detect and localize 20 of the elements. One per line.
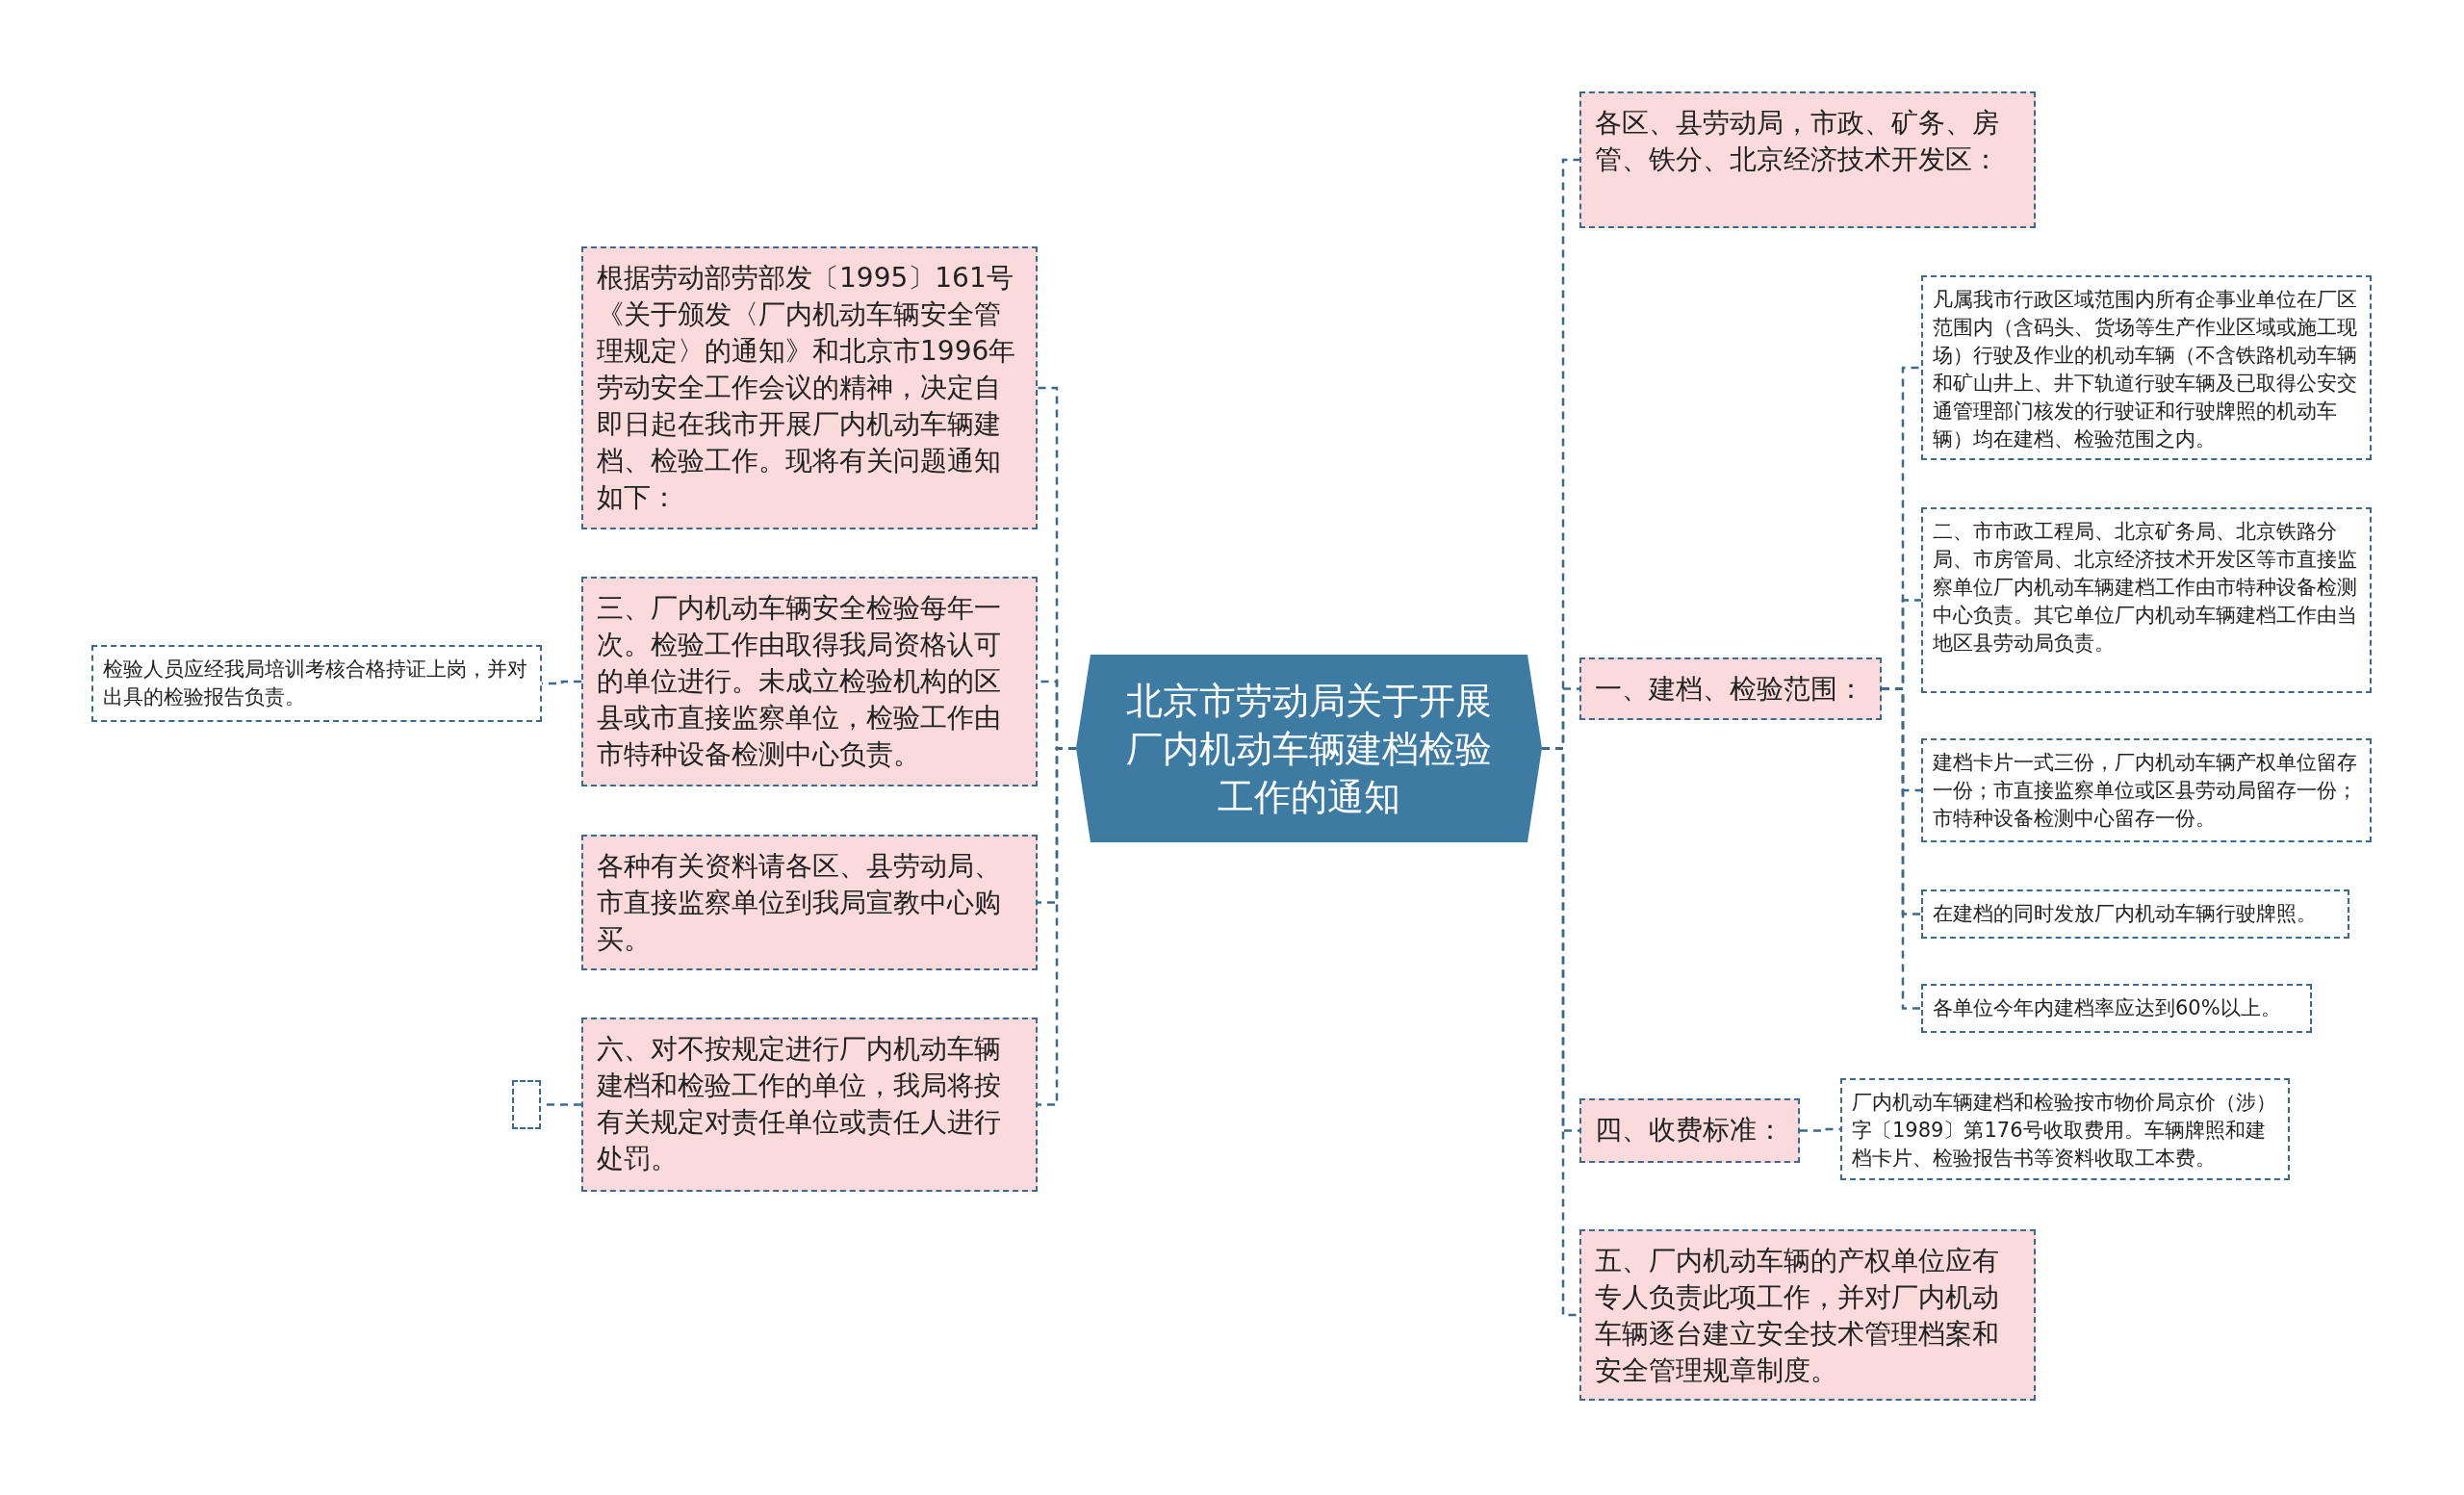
topic-box: 四、收费标准：	[1579, 1098, 1800, 1163]
note-box: 检验人员应经我局培训考核合格持证上岗，并对出具的检验报告负责。	[91, 645, 542, 722]
topic-box: 五、厂内机动车辆的产权单位应有专人负责此项工作，并对厂内机动车辆逐台建立安全技术管理档案和安全管理规章制度。	[1579, 1229, 2036, 1401]
connector-line	[1038, 747, 1076, 1106]
topic-box: 各区、县劳动局，市政、矿务、房管、铁分、北京经济技术开发区：	[1579, 91, 2036, 228]
topic-box: 三、厂内机动车辆安全检验每年一次。检验工作由取得我局资格认可的单位进行。未成立检验机构的区县或市直接监察单位，检验工作由市特种设备检测中心负责。	[581, 577, 1038, 786]
note-box: 建档卡片一式三份，厂内机动车辆产权单位留存一份；市直接监察单位或区县劳动局留存一份；市特种设备检测中心留存一份。	[1921, 738, 2372, 842]
empty-box	[512, 1080, 541, 1129]
note-box: 凡属我市行政区域范围内所有企事业单位在厂区范围内（含码头、货场等生产作业区域或施工现场）行驶及作业的机动车辆（不含铁路机动车辆和矿山井上、井下轨道行驶车辆及已取得公安交通管理部门核发的行驶证和行驶牌照的机动车辆）均在建档、检验范围之内。	[1921, 275, 2372, 460]
topic-box: 六、对不按规定进行厂内机动车辆建档和检验工作的单位，我局将按有关规定对责任单位或责任人进行处罚。	[581, 1018, 1038, 1192]
note-box: 二、市市政工程局、北京矿务局、北京铁路分局、市房管局、北京经济技术开发区等市直接监察单位厂内机动车辆建档工作由市特种设备检测中心负责。其它单位厂内机动车辆建档工作由当地区县劳动局负责。	[1921, 507, 2372, 693]
topic-box: 各种有关资料请各区、县劳动局、市直接监察单位到我局宣教中心购买。	[581, 835, 1038, 970]
connector-line	[1882, 687, 1921, 1010]
connector-line	[1800, 1127, 1840, 1132]
note-box: 在建档的同时发放厂内机动车辆行驶牌照。	[1921, 889, 2349, 939]
topic-box: 根据劳动部劳部发〔1995〕161号《关于颁发〈厂内机动车辆安全管理规定〉的通知》和北京市1996年劳动安全工作会议的精神，决定自即日起在我市开展厂内机动车辆建档、检验工作。现将有关问题通知如下：	[581, 246, 1038, 529]
note-box: 各单位今年内建档率应达到60%以上。	[1921, 984, 2312, 1033]
note-box: 厂内机动车辆建档和检验按市物价局京价（涉）字〔1989〕第176号收取费用。车辆牌照和建档卡片、检验报告书等资料收取工本费。	[1840, 1078, 2290, 1180]
topic-box: 一、建档、检验范围：	[1579, 657, 1882, 720]
title-hexagon: 北京市劳动局关于开展厂内机动车辆建档检验工作的通知	[1076, 655, 1542, 842]
